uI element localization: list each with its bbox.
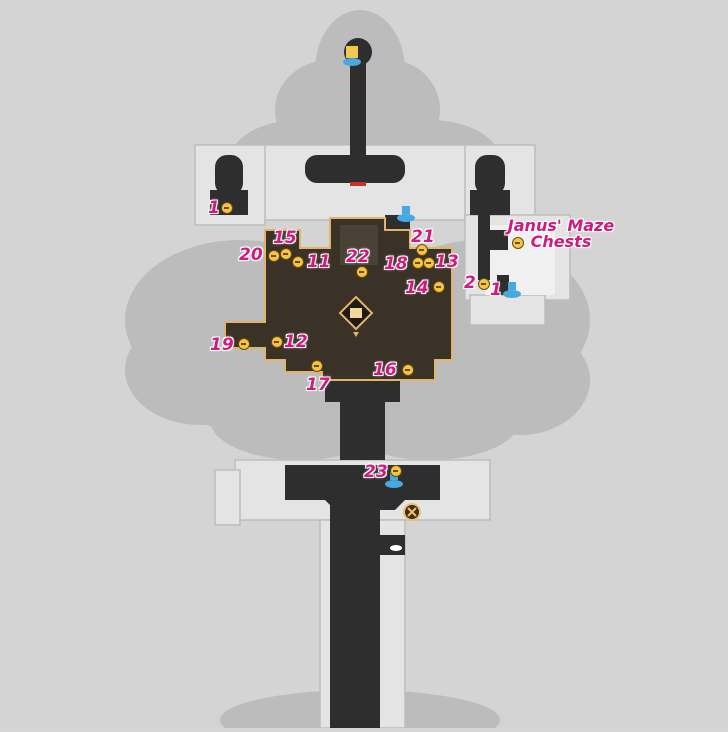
marker-label: 15 (273, 228, 297, 248)
map-title: Janus' Maze Chests (507, 216, 615, 251)
chest-icon[interactable] (433, 281, 445, 293)
chest-icon[interactable] (356, 266, 368, 278)
door-marker (350, 182, 366, 186)
marker-label: 11 (307, 252, 331, 272)
marker-label: 13 (435, 252, 459, 272)
puzzle-cube-icon (338, 295, 374, 337)
exit-icon (403, 503, 421, 521)
chest-icon[interactable] (221, 202, 233, 214)
marker-label: 17 (306, 375, 330, 395)
chest-icon[interactable] (478, 278, 490, 290)
marker-label: 19 (210, 335, 234, 355)
marker-label: 2 (464, 273, 476, 293)
chest-icon[interactable] (238, 338, 250, 350)
marker-label: 14 (405, 278, 429, 298)
marker-label: 16 (373, 360, 397, 380)
chest-icon[interactable] (402, 364, 414, 376)
chest-icon[interactable] (292, 256, 304, 268)
chest-icon[interactable] (280, 248, 292, 260)
chest-icon[interactable] (512, 237, 524, 249)
marker-label: 20 (239, 245, 263, 265)
chest-icon[interactable] (271, 336, 283, 348)
dark-corridors (210, 38, 510, 728)
chest-icon[interactable] (268, 250, 280, 262)
maze-floor-inner (340, 225, 378, 265)
marker-label: 23 (364, 462, 388, 482)
marker-label: 1 (208, 198, 220, 218)
chest-icon[interactable] (311, 360, 323, 372)
chest-icon[interactable] (416, 244, 428, 256)
marker-label: 21 (411, 227, 435, 247)
marker-label: 22 (346, 247, 370, 267)
chest-icon[interactable] (390, 465, 402, 477)
chest-icon[interactable] (423, 257, 435, 269)
marker-label: 18 (384, 254, 408, 274)
marker-label: 1 (490, 280, 502, 300)
marker-label: 12 (284, 332, 308, 352)
